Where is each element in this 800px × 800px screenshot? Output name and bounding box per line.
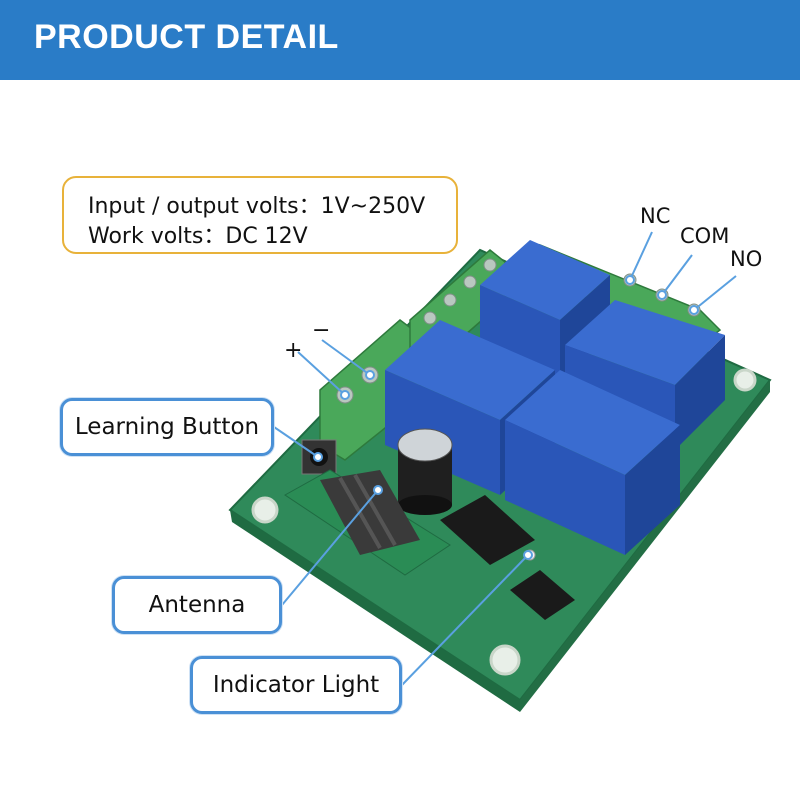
terminal-label-nc: NC (640, 204, 671, 228)
terminal-label-com: COM (680, 224, 730, 248)
spec-work-volts: Work volts：DC 12V (88, 224, 308, 249)
mount-hole (733, 368, 757, 392)
pcb-edge (230, 510, 520, 712)
terminal-label-plus: + (284, 338, 303, 363)
leader-dots (313, 275, 699, 560)
terminal-label-minus: − (312, 318, 331, 343)
callout-learning-button: Learning Button (60, 398, 274, 456)
ic-chip (440, 495, 535, 565)
relay-4 (505, 370, 680, 555)
page-title: PRODUCT DETAIL (34, 18, 339, 56)
spec-io-volts: Input / output volts：1V~250V (88, 194, 426, 219)
pcb-edge-right (520, 380, 770, 712)
spec-box: Input / output volts：1V~250V Work volts：… (62, 176, 458, 254)
mount-hole (251, 496, 279, 524)
rf-module (284, 469, 451, 576)
callout-indicator-light: Indicator Light (190, 656, 402, 714)
capacitor (397, 428, 453, 515)
leader-lines (273, 231, 737, 686)
mount-hole (489, 644, 521, 676)
callout-antenna: Antenna (112, 576, 282, 634)
header-banner: PRODUCT DETAIL (0, 0, 800, 80)
terminal-label-no: NO (730, 247, 763, 271)
ic-chip-small (510, 570, 575, 620)
